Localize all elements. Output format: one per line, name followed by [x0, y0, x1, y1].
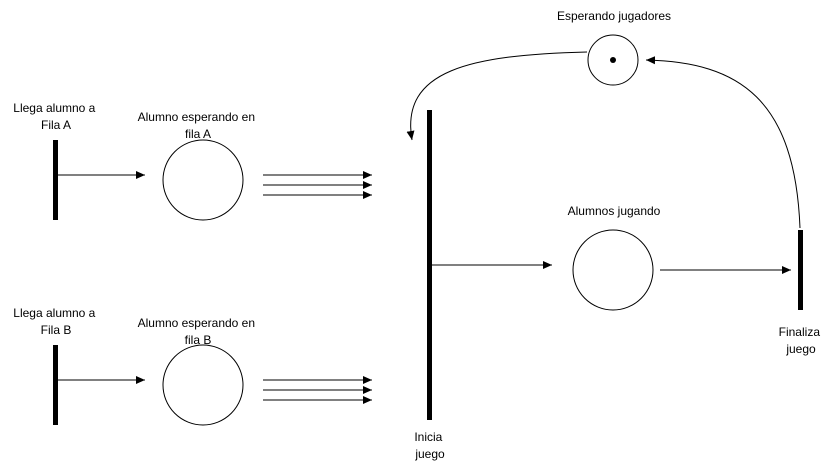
place-queue-a-label-line2: fila A [185, 127, 211, 141]
place-queue-a-label-line1: Alumno esperando en [138, 110, 255, 124]
transition-start-game-label-line2: juego [414, 447, 445, 461]
place-playing [572, 229, 654, 311]
place-queue-a [162, 139, 244, 221]
transition-end-game-label-line2: juego [785, 342, 816, 356]
token-waiting-players [610, 57, 616, 63]
place-waiting-players-label: Esperando jugadores [557, 9, 671, 23]
transition-end-game [798, 230, 803, 310]
transition-arrive-a-label-line2: Fila A [41, 118, 71, 132]
transition-start-game-label-line1: Inicia [414, 430, 442, 444]
place-queue-b-label-line1: Alumno esperando en [138, 316, 255, 330]
transition-arrive-b [53, 345, 58, 425]
transition-arrive-a-label: Llega alumno a Fila A [13, 101, 98, 132]
transition-start-game [427, 110, 432, 420]
arc-waiting-to-start [406, 51, 588, 141]
arc-end-to-waiting [645, 56, 801, 229]
place-playing-label: Alumnos jugando [568, 204, 661, 218]
place-queue-b [162, 344, 244, 426]
place-queue-b-label: Alumno esperando en fila B [138, 316, 259, 347]
place-queue-a-label: Alumno esperando en fila A [138, 110, 259, 141]
transition-arrive-b-label: Llega alumno a Fila B [13, 306, 98, 337]
transition-end-game-label-line1: Finaliza [779, 325, 821, 339]
transition-end-game-label: Finaliza juego [779, 325, 824, 356]
transition-arrive-b-label-line1: Llega alumno a [13, 306, 95, 320]
transition-start-game-label: Inicia juego [414, 430, 445, 461]
transition-arrive-b-label-line2: Fila B [41, 323, 72, 337]
transition-arrive-a [53, 140, 58, 220]
transition-arrive-a-label-line1: Llega alumno a [13, 101, 95, 115]
place-queue-b-label-line2: fila B [185, 333, 212, 347]
